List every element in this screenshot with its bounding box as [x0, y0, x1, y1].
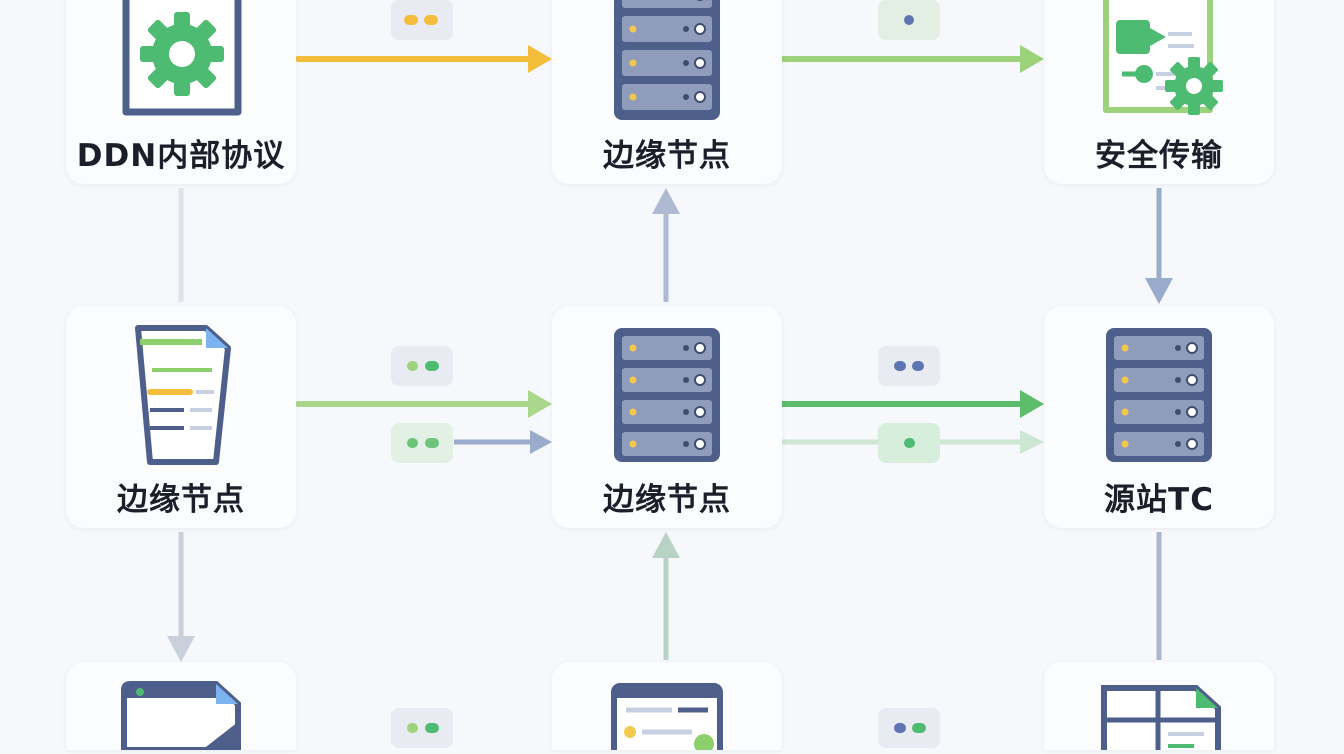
node-label: 边缘节点	[603, 482, 731, 518]
arrow-ddn-to-edge-top	[295, 45, 552, 73]
node-edge-center: 边缘节点	[552, 306, 782, 528]
flow-badge-row2-left-bottom	[391, 423, 453, 463]
node-origin-tc: 源站TC	[1044, 306, 1274, 528]
flow-badge-row3-left	[391, 708, 453, 748]
arrow-secure-to-origin	[1145, 188, 1173, 304]
server-rack-icon	[1044, 320, 1274, 462]
arrow-edge-center-to-origin-strong	[779, 390, 1044, 418]
flow-badge-row1-left	[391, 0, 453, 40]
arrow-bottom-to-edge-center	[652, 532, 680, 660]
node-bottom-right	[1044, 662, 1274, 754]
server-rack-icon	[552, 0, 782, 120]
node-label: 边缘节点	[117, 482, 245, 518]
browser-document-icon	[121, 681, 241, 753]
node-edge-top: 边缘节点	[552, 0, 782, 184]
dashboard-window-icon	[611, 683, 723, 754]
node-label: 边缘节点	[603, 138, 731, 174]
server-rack-icon	[552, 320, 782, 462]
flow-badge-row3-right	[878, 708, 940, 748]
arrow-edge-left-down	[167, 532, 195, 662]
secure-document-icon	[1044, 0, 1274, 115]
node-secure-transfer: 安全传输	[1044, 0, 1274, 184]
node-edge-left: 边缘节点	[66, 306, 296, 528]
flow-badge-row2-right-top	[878, 346, 940, 386]
arrow-edge-left-to-edge-center-green	[295, 390, 552, 418]
protocol-document-icon	[66, 0, 296, 116]
flow-badge-row2-right-bottom	[878, 423, 940, 463]
log-document-icon	[66, 320, 296, 465]
flow-badge-row2-left-top	[391, 346, 453, 386]
node-bottom-left	[66, 662, 296, 753]
arrow-edge-center-to-edge-top	[652, 188, 680, 302]
node-bottom-center	[552, 662, 782, 754]
node-label: DDN内部协议	[76, 138, 286, 174]
node-label: 源站TC	[1104, 482, 1214, 518]
flow-badge-row1-right	[878, 0, 940, 40]
arrow-edge-top-to-secure	[779, 45, 1044, 73]
arrow-edge-left-to-edge-center-blue	[454, 430, 552, 454]
node-label: 安全传输	[1095, 138, 1223, 174]
grid-document-icon	[1101, 685, 1221, 754]
node-ddn-protocol: DDN内部协议	[66, 0, 296, 184]
